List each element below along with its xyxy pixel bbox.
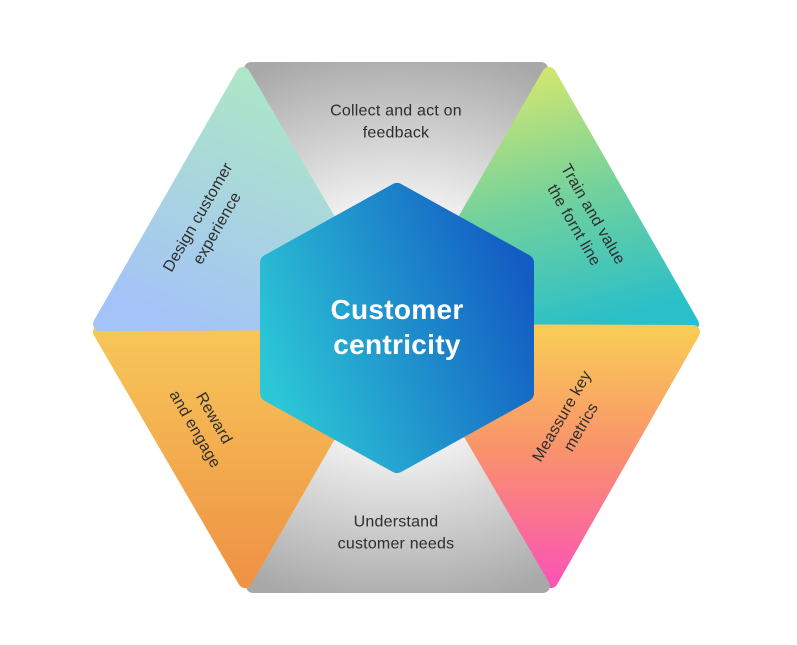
- center-label: Customer centricity: [330, 294, 464, 360]
- segment-label-top: Collect and act on feedback: [330, 102, 462, 141]
- center-hexagon-shape: [260, 183, 534, 473]
- segment-label-bottom: Understand customer needs: [337, 513, 455, 552]
